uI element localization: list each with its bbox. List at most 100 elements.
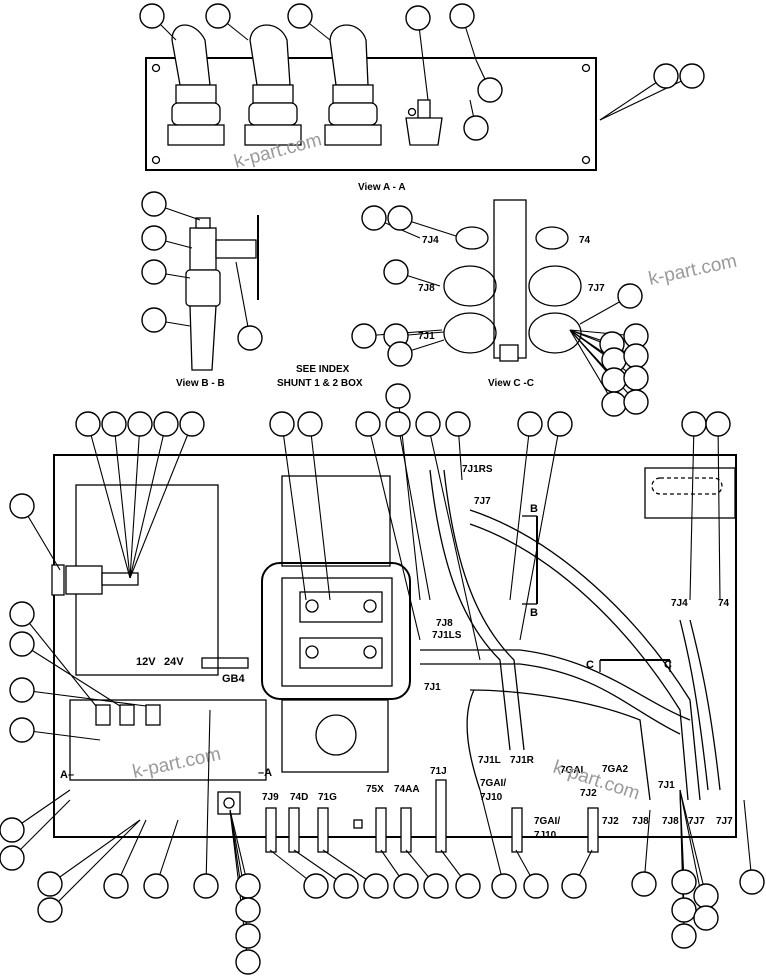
- hose-run-8: [689, 619, 721, 791]
- label-71j: 71J: [430, 766, 447, 777]
- valve-elbow: [215, 239, 257, 259]
- shunt-box-inner: [281, 577, 393, 687]
- callout-bubble: [235, 949, 261, 975]
- callout-bubble: [739, 869, 765, 895]
- label-71g: 71G: [318, 792, 337, 803]
- label-7j7-low1: 7J7: [688, 816, 705, 827]
- callout-bubble: [631, 871, 657, 897]
- plate-hole: [581, 63, 591, 73]
- callout-bubble: [693, 883, 719, 909]
- callout-bubble: [75, 411, 101, 437]
- leader-line: [129, 423, 167, 579]
- latch: [51, 564, 65, 596]
- label-7j8-low1: 7J8: [632, 816, 649, 827]
- plate-hole: [581, 155, 591, 165]
- callout-bubble: [237, 325, 263, 351]
- label-7gai-low: 7GAI/: [534, 816, 560, 827]
- label-74-right: 74: [718, 598, 730, 609]
- label-gb4: GB4: [222, 673, 246, 685]
- callout-bubble: [387, 205, 413, 231]
- lower-left-box: [69, 699, 267, 781]
- callout-bubble: [297, 411, 323, 437]
- label-7j7-c: 7J7: [588, 283, 605, 294]
- leader-line: [427, 423, 481, 661]
- leader-line: [21, 689, 147, 707]
- shunt-cover: [281, 475, 391, 567]
- section-a-right: –A: [258, 767, 272, 779]
- callout-bubble: [205, 3, 231, 29]
- callout-bubble: [287, 3, 313, 29]
- callout-bubble: [235, 897, 261, 923]
- label-75x: 75X: [366, 784, 384, 795]
- callout-bubble: [9, 717, 35, 743]
- callout-bubble: [415, 411, 441, 437]
- view-b-label: View B - B: [176, 378, 225, 389]
- callout-bubble: [193, 873, 219, 899]
- label-7ga2: 7GA2: [602, 764, 629, 775]
- leader-line: [49, 819, 141, 911]
- callout-bubble: [363, 873, 389, 899]
- clamp-ring-7j1: [443, 312, 497, 354]
- callout-bubble: [269, 411, 295, 437]
- clamp-ring-7j8: [443, 265, 497, 307]
- leader-line: [309, 423, 331, 601]
- plate-hole: [151, 63, 161, 73]
- clamp-ring-74: [535, 226, 569, 250]
- clamp-bolt: [499, 344, 519, 362]
- leader-line: [235, 261, 251, 339]
- callout-bubble: [653, 63, 679, 89]
- label-7j8-low2: 7J8: [662, 816, 679, 827]
- leader-line: [229, 809, 249, 887]
- hose-run-7: [469, 689, 651, 801]
- callout-bubble: [141, 307, 167, 333]
- callout-bubble: [385, 411, 411, 437]
- leader-line: [689, 423, 695, 601]
- leader-line: [21, 613, 97, 707]
- callout-bubble: [387, 341, 413, 367]
- hose-run-5: [420, 649, 691, 721]
- callout-bubble: [617, 283, 643, 309]
- clamp-post: [493, 199, 527, 359]
- callout-bubble: [37, 871, 63, 897]
- callout-bubble: [101, 411, 127, 437]
- leader-line: [87, 423, 131, 579]
- callout-bubble: [449, 3, 475, 29]
- label-12v: 12V: [136, 656, 156, 668]
- hose-run-6: [420, 663, 681, 735]
- label-7j7-top: 7J7: [474, 496, 491, 507]
- hose-run-1: [429, 469, 511, 751]
- callout-bubbles: [0, 3, 765, 975]
- callout-bubble: [9, 677, 35, 703]
- callout-bubble: [523, 873, 549, 899]
- plate-hole: [151, 155, 161, 165]
- leader-line: [21, 643, 121, 707]
- leader-line: [281, 423, 307, 601]
- hose-nut: [185, 269, 221, 307]
- callout-bubble: [143, 873, 169, 899]
- section-c-right: C: [664, 659, 672, 671]
- leader-line: [599, 75, 693, 121]
- shunt-2: [299, 637, 383, 669]
- callout-bubble: [383, 259, 409, 285]
- label-7j1ls: 7J1LS: [432, 630, 462, 641]
- leader-line: [417, 17, 429, 101]
- callout-bubble: [445, 411, 471, 437]
- callout-bubble: [0, 817, 25, 843]
- callout-bubble: [623, 365, 649, 391]
- callout-bubble: [351, 323, 377, 349]
- label-7j1rs: 7J1RS: [462, 464, 493, 475]
- callout-bubble: [355, 411, 381, 437]
- view-a-plate: [145, 57, 597, 171]
- hose-run-10: [466, 689, 481, 791]
- leader-line: [21, 729, 101, 741]
- section-a-left: A–: [60, 769, 74, 781]
- callout-bubble: [671, 897, 697, 923]
- label-7j1-mid: 7J1: [424, 682, 441, 693]
- label-74d: 74D: [290, 792, 308, 803]
- callout-bubble: [139, 3, 165, 29]
- callout-bubble: [127, 411, 153, 437]
- shunt-1: [299, 591, 383, 623]
- callout-bubble: [179, 411, 205, 437]
- label-7j1l: 7J1L: [478, 755, 501, 766]
